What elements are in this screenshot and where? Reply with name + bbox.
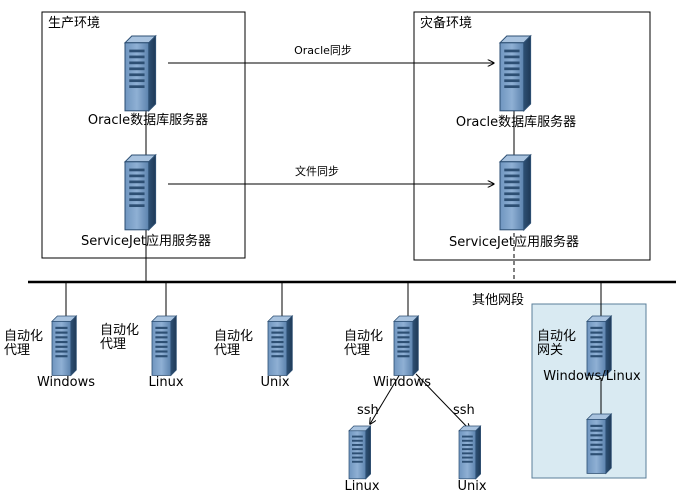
agent-windows2-server-icon (393, 315, 419, 377)
ssh-arrow-right (415, 373, 470, 430)
ssh-linux-label: Linux (344, 479, 380, 494)
disaster-recovery-box (413, 11, 651, 261)
production-title: 生产环境 (48, 16, 101, 31)
dr-app-server-label: ServiceJet应用服务器 (449, 235, 579, 250)
agent-3-role: 自动化 代理 (214, 329, 254, 358)
dr-oracle-server-icon (499, 35, 532, 112)
gateway-inner-server-icon (586, 413, 612, 475)
agent-4-os: Windows (372, 375, 432, 390)
agent-linux-server-icon (151, 315, 177, 377)
agent-3-os: Unix (260, 375, 290, 390)
dr-oracle-server-label: Oracle数据库服务器 (455, 115, 577, 130)
agent-2-os: Linux (148, 375, 184, 390)
agent-1-role: 自动化 代理 (4, 329, 44, 358)
prod-oracle-server-icon (124, 35, 157, 112)
ssh-unix-label: Unix (457, 479, 487, 494)
production-box (41, 11, 246, 259)
ssh-linux-server-icon (348, 425, 372, 480)
ssh-unix-server-icon (458, 425, 482, 480)
ssh-left-label: ssh (357, 403, 379, 418)
dr-app-server-icon (499, 154, 532, 231)
ssh-right-label: ssh (453, 403, 475, 418)
prod-app-server-label: ServiceJet应用服务器 (81, 234, 211, 249)
disaster-recovery-title: 灾备环境 (420, 16, 473, 31)
prod-app-server-icon (124, 154, 157, 231)
gateway-server-icon (586, 315, 612, 377)
gateway-role: 自动化 网关 (537, 329, 577, 358)
prod-oracle-server-label: Oracle数据库服务器 (87, 113, 209, 128)
ssh-arrow-left (370, 373, 401, 424)
agent-2-role: 自动化 代理 (100, 323, 140, 352)
oracle-sync-label: Oracle同步 (294, 44, 352, 57)
agent-unix-server-icon (267, 315, 293, 377)
other-segment-label: 其他网段 (472, 293, 525, 308)
agent-windows-server-icon (51, 315, 77, 377)
agent-4-role: 自动化 代理 (344, 329, 384, 358)
agent-1-os: Windows (36, 375, 96, 390)
file-sync-label: 文件同步 (295, 165, 339, 178)
gateway-os: Windows/Linux (543, 369, 641, 384)
